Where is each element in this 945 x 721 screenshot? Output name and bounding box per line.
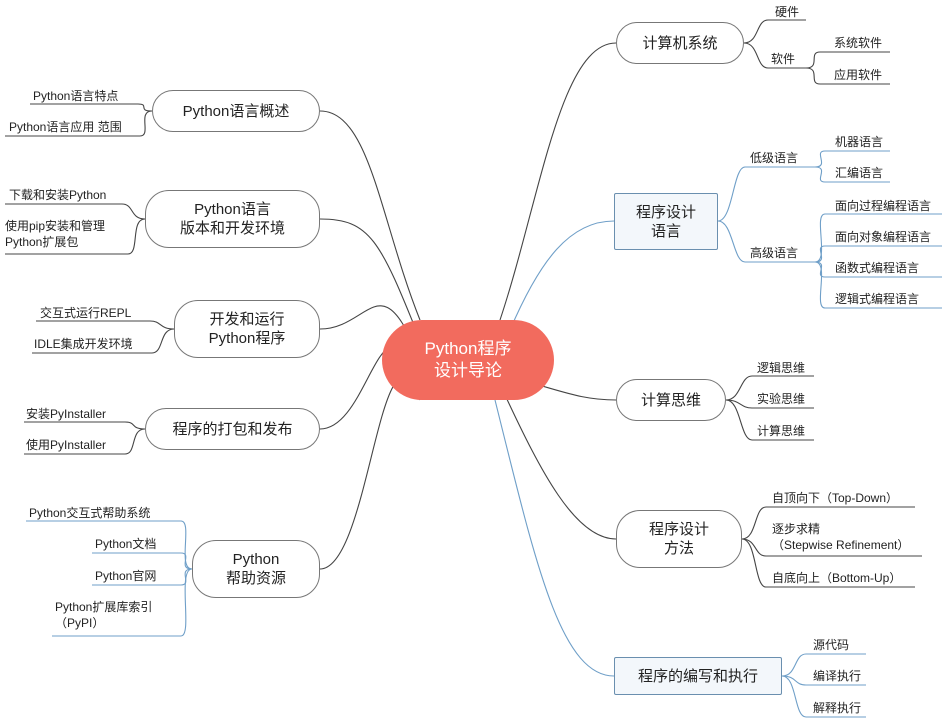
leaf-source-code: 源代码 (813, 638, 850, 652)
leaf-use-pyinstaller: 使用PyInstaller (26, 438, 107, 452)
topic-develop-run[interactable]: 开发和运行 Python程序 (174, 300, 320, 358)
topic-programming-methods[interactable]: 程序设计 方法 (616, 510, 742, 568)
left1-curve-1 (127, 218, 146, 255)
leaf-object-oriented-language: 面向对象编程语言 (835, 230, 932, 244)
leaf-install-pyinstaller: 安装PyInstaller (26, 407, 107, 421)
left4-curve-3 (180, 568, 193, 637)
topic-python-version-env[interactable]: Python语言 版本和开发环境 (145, 190, 320, 248)
edge-root-left-4 (319, 377, 421, 570)
leaf-python-docs: Python文档 (95, 537, 157, 551)
right1-curve-0 (717, 166, 746, 222)
leaf-bottom-up: 自底向上（Bottom-Up） (772, 571, 902, 585)
topic-python-overview[interactable]: Python语言概述 (152, 90, 320, 132)
leaf-logical-thinking: 逻辑思维 (757, 361, 806, 375)
sub-software: 软件 (771, 52, 796, 66)
leaf-application-software: 应用软件 (834, 68, 883, 82)
left0-curve-1 (139, 110, 153, 137)
topic-help-resources[interactable]: Python 帮助资源 (192, 540, 320, 598)
left3-curve-1 (124, 428, 146, 455)
leaf-python-website: Python官网 (95, 569, 157, 583)
leaf-interactive-help: Python交互式帮助系统 (29, 506, 151, 520)
leaf-experimental-thinking: 实验思维 (757, 392, 806, 406)
leaf-procedural-language: 面向过程编程语言 (835, 199, 932, 213)
right1-curve-1 (717, 220, 746, 263)
right1high-curve-1 (814, 245, 826, 263)
right2-curve-2 (725, 399, 753, 441)
leaf-interpret-execute: 解释执行 (813, 701, 862, 715)
edge-root-left-1 (319, 218, 421, 341)
leaf-functional-language: 函数式编程语言 (835, 261, 920, 275)
root-node[interactable]: Python程序 设计导论 (382, 320, 554, 400)
sub-low-level-language: 低级语言 (750, 151, 799, 165)
right0-curve-1 (743, 42, 769, 69)
sub-hardware: 硬件 (775, 5, 800, 19)
leaf-top-down: 自顶向下（Top-Down） (772, 491, 899, 505)
right1high-curve-0 (814, 213, 826, 263)
leaf-machine-language: 机器语言 (835, 135, 884, 149)
topic-computer-system[interactable]: 计算机系统 (616, 22, 744, 64)
leaf-compile-execute: 编译执行 (813, 669, 862, 683)
right4-curve-2 (781, 675, 807, 718)
right3-curve-0 (741, 506, 767, 540)
leaf-logic-language: 逻辑式编程语言 (835, 292, 920, 306)
right0sub-curve-0 (805, 51, 821, 69)
left2-curve-0 (149, 320, 175, 330)
leaf-python-features: Python语言特点 (33, 89, 119, 103)
leaf-system-software: 系统软件 (834, 36, 883, 50)
edge-root-program-write (494, 399, 615, 677)
right1low-curve-1 (814, 166, 826, 183)
topic-packaging-release[interactable]: 程序的打包和发布 (145, 408, 320, 450)
right1high-curve-3 (814, 261, 826, 309)
right0-curve-0 (743, 19, 769, 44)
sub-high-level-language: 高级语言 (750, 246, 799, 260)
edge-root-programming-methods (504, 394, 617, 540)
left1-curve-0 (121, 203, 146, 220)
edge-root-computer-system (499, 42, 617, 321)
topic-computational-thinking[interactable]: 计算思维 (616, 379, 726, 421)
left2-curve-1 (151, 328, 175, 354)
right0sub-curve-1 (805, 67, 821, 85)
topic-program-write-execute[interactable]: 程序的编写和执行 (614, 657, 782, 695)
left4-curve-0 (180, 520, 193, 570)
leaf-python-application-scope: Python语言应用 范围 (9, 120, 122, 134)
leaf-pip-manage-packages: 使用pip安装和管理 Python扩展包 (5, 219, 106, 249)
leaf-pypi: Python扩展库索引 （PyPI） (55, 600, 153, 630)
edge-root-left-0 (319, 110, 421, 321)
left0-curve-0 (137, 103, 153, 112)
leaf-idle: IDLE集成开发环境 (34, 337, 133, 351)
right3-curve-2 (741, 538, 767, 588)
leaf-stepwise-refinement: 逐步求精 （Stepwise Refinement） (772, 522, 910, 552)
leaf-download-install-python: 下载和安装Python (9, 188, 107, 202)
leaf-computing-thinking: 计算思维 (757, 424, 806, 438)
leaf-assembly-language: 汇编语言 (835, 166, 884, 180)
topic-programming-language[interactable]: 程序设计 语言 (614, 193, 718, 250)
left4-curve-1 (180, 552, 193, 570)
right4-curve-0 (781, 653, 807, 677)
leaf-repl: 交互式运行REPL (40, 306, 132, 320)
right1low-curve-0 (814, 150, 826, 168)
right3-curve-1 (741, 538, 767, 557)
left3-curve-0 (124, 421, 146, 430)
right2-curve-0 (725, 375, 753, 401)
edge-root-programming-language (509, 220, 615, 331)
